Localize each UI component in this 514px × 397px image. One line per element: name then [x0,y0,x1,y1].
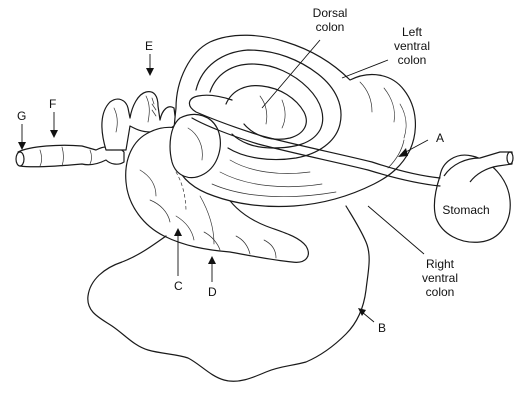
dorsal-colon-label-line1: Dorsal [313,6,348,20]
dorsal-colon-label-line2: colon [316,20,345,34]
left-ventral-colon-label-line3: colon [398,53,427,67]
label-d: D [208,285,217,299]
stomach [434,152,513,242]
right-ventral-colon-label-line3: colon [426,285,455,299]
left-ventral-colon-label-line2: ventral [394,39,430,53]
label-a: A [436,131,444,145]
label-c: C [174,279,183,293]
left-ventral-colon-label-line1: Left [402,25,423,39]
e-arrowhead [146,68,154,76]
large-colon [170,35,415,206]
d-arrowhead [208,256,216,264]
label-f: F [49,97,56,111]
right-ventral-colon-label-line1: Right [426,257,455,271]
right-ventral-colon-leader [368,206,424,254]
label-g: G [17,109,26,123]
right-ventral-colon-label-line2: ventral [422,271,458,285]
f-arrowhead [50,130,58,138]
label-b: B [378,321,386,335]
b-leader [362,312,374,322]
g-arrowhead [18,142,26,150]
stomach-label: Stomach [442,203,489,217]
label-e: E [145,39,153,53]
